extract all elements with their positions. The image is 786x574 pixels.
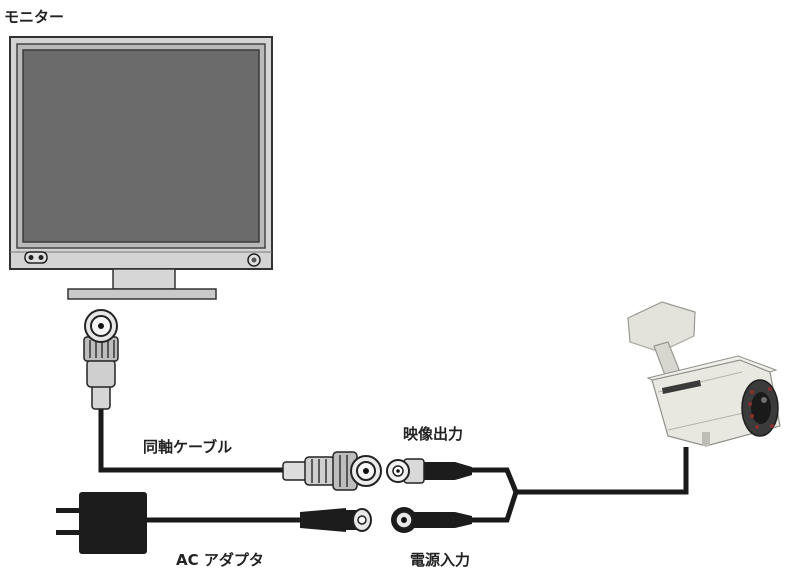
power-branch-line bbox=[470, 491, 519, 523]
coax-cable-line bbox=[98, 408, 288, 473]
monitor-button-dot bbox=[38, 255, 44, 260]
ac-adapter bbox=[56, 492, 147, 554]
bullet-camera bbox=[627, 301, 781, 447]
cables bbox=[98, 408, 689, 523]
ac-adapter-prong-bottom bbox=[56, 530, 81, 535]
monitor-screen bbox=[22, 49, 260, 243]
coax-cable-label: 同軸ケーブル bbox=[143, 438, 233, 456]
coax-connector-tail bbox=[282, 461, 308, 481]
ac-adapter-body bbox=[79, 492, 147, 554]
monitor-stand-neck bbox=[112, 268, 176, 290]
video-output-jack bbox=[386, 458, 472, 484]
video-output-label: 映像出力 bbox=[403, 425, 464, 443]
monitor-button-dot bbox=[28, 255, 34, 260]
power-jack-boot bbox=[412, 512, 472, 528]
ac-adapter-label: AC アダプタ bbox=[176, 551, 264, 569]
bnc-plug-tail bbox=[91, 384, 111, 410]
camera-cable-line bbox=[516, 447, 689, 495]
monitor-bnc-plug bbox=[83, 309, 119, 410]
power-input-label: 電源入力 bbox=[410, 551, 471, 569]
camera-label-strip bbox=[662, 380, 701, 394]
ac-adapter-prong-top bbox=[56, 508, 81, 513]
coax-bnc-connector bbox=[282, 451, 382, 491]
video-jack-boot bbox=[422, 462, 472, 480]
monitor bbox=[9, 36, 273, 300]
monitor-buttons bbox=[24, 251, 48, 264]
camera-cable-exit bbox=[702, 432, 710, 446]
camera-sunshade bbox=[646, 355, 778, 381]
dc-plug bbox=[300, 508, 372, 532]
bnc-plug-body bbox=[86, 359, 116, 388]
power-input-jack bbox=[391, 507, 472, 533]
video-branch-line bbox=[470, 467, 519, 493]
monitor-label: モニター bbox=[4, 8, 65, 26]
power-button-center bbox=[251, 257, 257, 263]
coax-connector-body bbox=[304, 456, 336, 486]
dc-plug-body bbox=[300, 508, 346, 532]
monitor-stand-base bbox=[67, 288, 217, 300]
